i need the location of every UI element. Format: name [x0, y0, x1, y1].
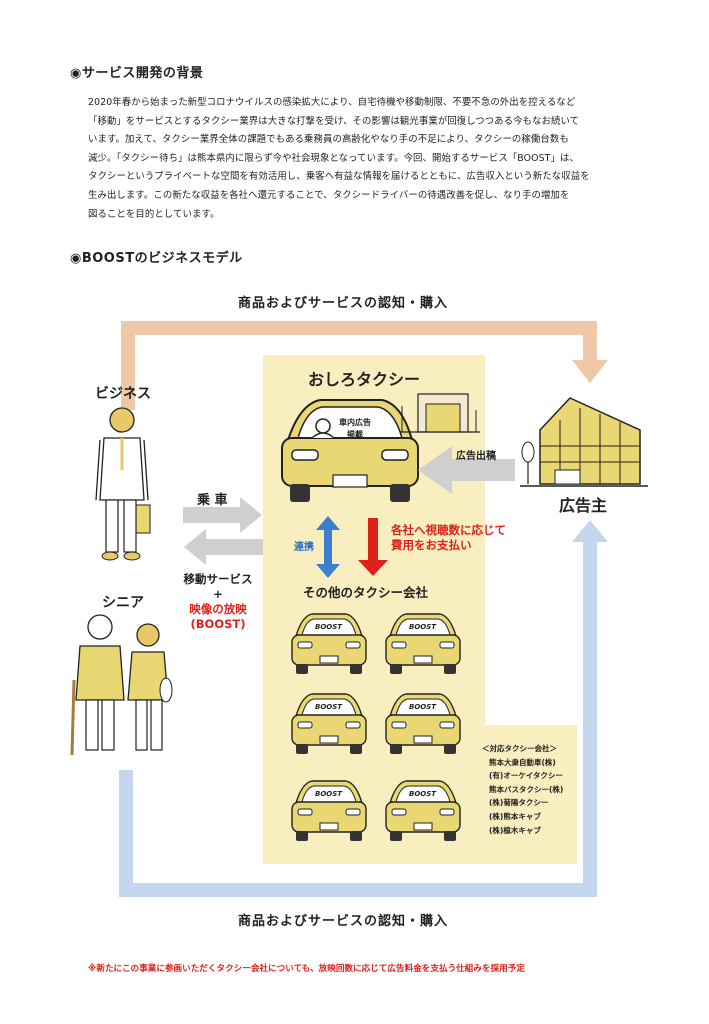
payment-line-1: 各社へ視聴数に応じて — [391, 523, 506, 537]
section-heading-business-model: ◉BOOSTのビジネスモデル — [70, 251, 243, 266]
boost-car-icon — [385, 613, 461, 674]
companies-header: ＜対応タクシー会社＞ — [482, 744, 557, 753]
service-arrow — [184, 529, 263, 565]
senior-label: シニア — [102, 595, 144, 611]
company-item: (株)熊本キャブ — [489, 811, 541, 821]
boost-car-icon — [291, 693, 367, 754]
top-flow-arrow — [121, 321, 608, 410]
paragraph-line: 2020年春から始まった新型コロナウイルスの感染拡大により、自宅待機や移動制限、… — [88, 97, 576, 108]
oshiro-taxi-title: おしろタクシー — [308, 370, 421, 389]
boost-car-icon — [385, 780, 461, 841]
boost-car-icon — [385, 693, 461, 754]
business-person-icon — [95, 407, 151, 561]
boost-car-label: BOOST — [315, 790, 343, 798]
boost-car-label: BOOST — [315, 623, 343, 631]
boost-car-label: BOOST — [409, 790, 437, 798]
ad-submit-label: 広告出稿 — [456, 451, 496, 462]
payment-line-2: 費用をお支払い — [391, 538, 472, 552]
company-item: (株)植木キャブ — [489, 825, 541, 835]
company-item: 熊本大衆自動車(株) — [489, 757, 556, 767]
renkei-arrow — [316, 516, 340, 578]
payment-arrow — [358, 518, 388, 576]
payment-label: 各社へ視聴数に応じて 費用をお支払い — [391, 523, 506, 553]
companies-list: ＜対応タクシー会社＞ 熊本大衆自動車(株) (有)オーケイタクシー 熊本バスタク… — [482, 742, 563, 837]
oshiro-taxi-car-icon — [281, 399, 419, 502]
business-label: ビジネス — [95, 386, 151, 402]
service-plus: + — [213, 587, 223, 601]
boost-car-label: BOOST — [409, 623, 437, 631]
service-label: 移動サービス + 映像の放映 (BOOST) — [168, 572, 268, 632]
company-item: (株)菊陽タクシー — [489, 798, 549, 808]
boost-car-label: BOOST — [409, 703, 437, 711]
paragraph-line: います。加えて、タクシー業界全体の課題でもある乗務員の高齢化やなり手の不足により… — [88, 134, 569, 146]
paragraph-line: 生み出します。この新たな収益を各社へ還元することで、タクシードライバーの待遇改善… — [88, 189, 570, 201]
companies-panel — [485, 725, 577, 864]
ride-arrow — [183, 497, 262, 533]
senior-couple-icon — [70, 614, 173, 756]
paragraph-line: 減少。「タクシー待ち」は熊本県内に限らず今や社会現象となっています。今回、開始す… — [88, 152, 579, 164]
bottom-flow-label: 商品およびサービスの認知・購入 — [238, 914, 449, 929]
service-line-3: (BOOST) — [190, 617, 246, 631]
boost-car-icon — [291, 613, 367, 674]
footnote: ※新たにこの事業に参画いただくタクシー会社についても、放映回数に応じて広告料金を… — [88, 964, 525, 974]
paragraph-line: 図ることを目的としています。 — [88, 208, 220, 220]
advertiser-building-icon — [520, 397, 648, 487]
boost-car-icon — [291, 780, 367, 841]
renkei-label: 連携 — [294, 542, 314, 553]
ad-submit-arrow — [418, 446, 515, 494]
ride-label: 乗 車 — [197, 493, 228, 508]
service-line-2: 映像の放映 — [189, 602, 247, 616]
advertiser-label: 広告主 — [559, 496, 608, 515]
boost-car-label: BOOST — [315, 703, 343, 711]
other-taxi-title: その他のタクシー会社 — [303, 585, 429, 600]
company-item: 熊本バスタクシー(株) — [489, 784, 564, 794]
building-icon — [400, 393, 480, 433]
company-item: (有)オーケイタクシー — [489, 771, 563, 781]
section-heading-background: ◉サービス開発の背景 — [70, 66, 204, 81]
service-line-1: 移動サービス — [183, 572, 253, 586]
background-paragraph: 2020年春から始まった新型コロナウイルスの感染拡大により、自宅待機や移動制限、… — [88, 94, 648, 224]
car-ad-label: 車内広告 掲載 — [339, 418, 371, 439]
top-flow-label: 商品およびサービスの認知・購入 — [238, 296, 449, 311]
paragraph-line: タクシーというプライベートな空間を有効活用し、乗客へ有益な情報を届けるとともに、… — [88, 171, 590, 183]
paragraph-line: 「移動」をサービスとするタクシー業界は大きな打撃を受け、その影響は観光事業が回復… — [88, 115, 580, 127]
bottom-flow-arrow — [119, 520, 608, 897]
